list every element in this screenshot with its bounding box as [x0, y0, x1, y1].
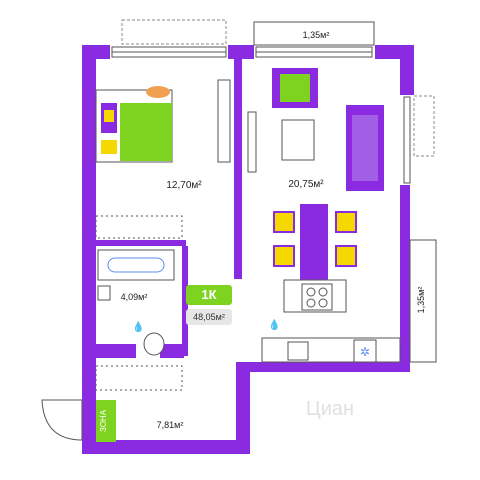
living-area: 20,75м²	[288, 179, 324, 190]
water-drop-icon-kitchen: 💧	[268, 318, 280, 331]
apartment-type: 1К	[186, 285, 232, 305]
hall-area: 7,81м²	[157, 420, 184, 430]
bedroom: 12,70м²	[95, 79, 231, 191]
snowflake-icon: ✲	[360, 345, 370, 359]
bedroom-area: 12,70м²	[166, 180, 202, 191]
water-drop-icon: 💧	[132, 320, 144, 333]
apartment-badge: 1К 48,05м²	[186, 285, 232, 325]
balcony-right-area: 1,35м²	[416, 287, 426, 314]
zone-label: ЗОНА	[99, 409, 108, 432]
hall: ЗОНА 7,81м²	[41, 365, 184, 442]
interior-walls	[96, 59, 242, 358]
balcony-right: 1,35м²	[409, 95, 437, 363]
living-room: 20,75м²	[247, 68, 384, 282]
top-windows	[111, 46, 411, 184]
balcony-top: 1,35м²	[121, 19, 375, 46]
wardrobe	[95, 215, 183, 239]
bathroom-area: 4,09м²	[121, 292, 148, 302]
bathroom: 💧 4,09м²	[97, 249, 175, 356]
total-area: 48,05м²	[186, 309, 232, 325]
kitchen: ✲	[261, 279, 401, 363]
balcony-top-area: 1,35м²	[303, 30, 330, 40]
watermark: Циан	[306, 398, 354, 420]
outer-walls	[82, 45, 414, 454]
